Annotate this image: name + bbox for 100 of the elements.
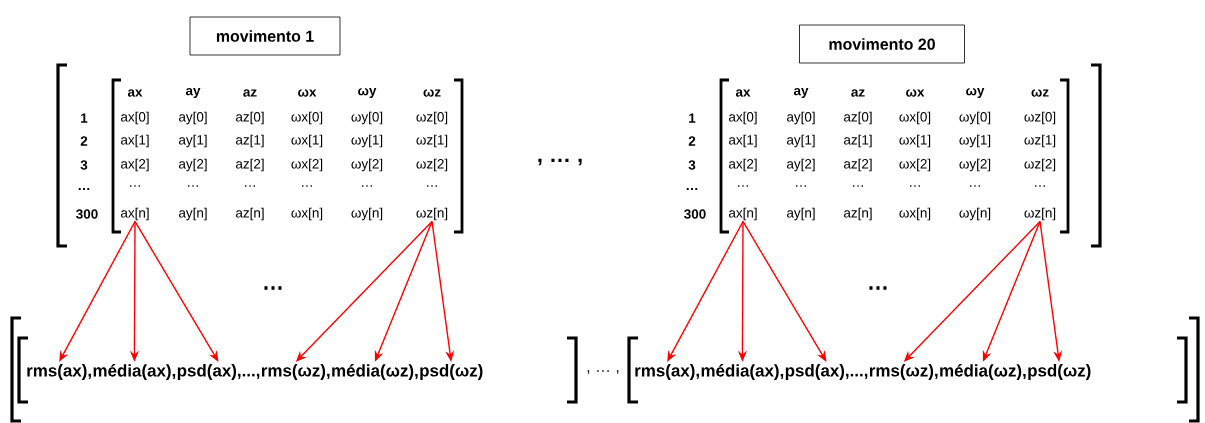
matrix-entry: az[2] [236, 158, 264, 172]
column-header: ay [793, 88, 809, 98]
arrow [742, 220, 827, 362]
matrix-entry: ωz[2] [1024, 158, 1056, 172]
feature-text: média(ωz), [940, 364, 1026, 380]
matrix-entry: ωz[2] [416, 158, 448, 172]
column-header: ay [185, 88, 201, 98]
matrix-entry: ax[1] [729, 134, 757, 148]
column-header: ax [735, 89, 751, 97]
matrix-entry: ωz[n] [1024, 207, 1056, 221]
matrix-entry: ωy[n] [351, 207, 383, 221]
matrix-entry: … [853, 185, 863, 187]
matrix-entry: ωx[0] [899, 111, 931, 125]
title-box: movimento 20 [799, 24, 965, 64]
matrix-entry: … [188, 185, 198, 187]
matrix-entry: … [738, 185, 748, 187]
matrix-entry: ax[2] [729, 158, 757, 172]
matrix-entry: … [427, 185, 437, 187]
row-number: 3 [80, 160, 88, 170]
matrix-entry: ωx[n] [291, 207, 323, 221]
row-number: 2 [688, 136, 696, 146]
feature-text: psd(ax),..., [177, 364, 260, 380]
matrix-entry: ωz[n] [416, 207, 448, 221]
separator-text: , … , [538, 158, 582, 166]
feature-text: média(ωz), [332, 364, 418, 380]
matrix-entry: az[2] [844, 158, 872, 172]
matrix-entry: ay[2] [787, 158, 815, 172]
row-number: 1 [81, 113, 88, 123]
feature-text: rms(ωz), [261, 364, 330, 380]
matrix-entry: ay[0] [787, 111, 815, 125]
matrix-entry: ωz[0] [1024, 111, 1056, 125]
column-header: az [243, 89, 257, 97]
matrix-entry: ωx[2] [291, 158, 323, 172]
matrix-entry: ωy[1] [351, 134, 383, 148]
ellipsis: … [264, 286, 282, 290]
row-number: 3 [688, 160, 696, 170]
feature-text: psd(ωz) [1028, 364, 1091, 380]
matrix-entry: ay[0] [179, 111, 207, 125]
matrix-entry: … [245, 185, 255, 187]
matrix-entry: … [796, 185, 806, 187]
matrix-entry: … [1035, 185, 1045, 187]
matrix-entry: ωy[2] [351, 158, 383, 172]
matrix-entry: ωy[2] [959, 158, 991, 172]
separator-text: , … , [587, 370, 619, 374]
matrix-entry: ax[n] [729, 207, 757, 221]
matrix-entry: az[0] [844, 111, 872, 125]
matrix-entry: … [362, 185, 372, 187]
feature-text: rms(ax), [27, 364, 91, 380]
matrix-entry: ωy[1] [959, 134, 991, 148]
matrix-entry: ωz[1] [1024, 134, 1056, 148]
matrix-entry: ωz[0] [416, 111, 448, 125]
matrix-entry: ax[2] [121, 158, 149, 172]
matrix-entry: ωx[2] [899, 158, 931, 172]
matrix-entry: az[n] [236, 207, 264, 221]
feature-text: psd(ax),..., [785, 364, 868, 380]
matrix-entry: ωz[1] [416, 134, 448, 148]
feature-text: média(ax), [701, 364, 784, 380]
matrix-entry: ωx[1] [899, 134, 931, 148]
matrix-entry: … [970, 185, 980, 187]
matrix-entry: ωx[0] [291, 111, 323, 125]
matrix-entry: ay[n] [179, 207, 207, 221]
matrix-entry: ωy[n] [959, 207, 991, 221]
row-number: 300 [684, 209, 706, 219]
column-header: ωz [423, 89, 441, 97]
matrix-entry: ax[n] [121, 207, 149, 221]
column-header: ax [127, 89, 143, 97]
matrix-entry: ay[2] [179, 158, 207, 172]
matrix-entry: ωy[0] [351, 111, 383, 125]
matrix-entry: ωy[0] [959, 111, 991, 125]
row-number: … [78, 188, 90, 190]
matrix-entry: ax[1] [121, 134, 149, 148]
matrix-entry: az[1] [844, 134, 872, 148]
column-header: ωz [1031, 89, 1049, 97]
column-header: ωx [298, 89, 317, 97]
matrix-entry: az[n] [844, 207, 872, 221]
matrix-entry: az[1] [236, 134, 264, 148]
row-number: 2 [80, 136, 88, 146]
matrix-entry: az[0] [236, 111, 264, 125]
matrix-entry: ay[n] [787, 207, 815, 221]
feature-text: rms(ωz), [869, 364, 938, 380]
matrix-entry: ay[1] [179, 134, 207, 148]
column-header: ωy [358, 88, 377, 99]
row-number: 1 [689, 113, 696, 123]
row-number: … [686, 188, 698, 190]
matrix-entry: … [130, 185, 140, 187]
ellipsis: … [869, 286, 887, 290]
matrix-entry: ωx[1] [291, 134, 323, 148]
matrix-entry: ωx[n] [899, 207, 931, 221]
matrix-entry: ay[1] [787, 134, 815, 148]
column-header: ωy [966, 88, 985, 99]
title-box: movimento 1 [189, 16, 341, 56]
feature-text: psd(ωz) [420, 364, 483, 380]
feature-text: média(ax), [93, 364, 176, 380]
matrix-entry: ax[0] [729, 111, 757, 125]
feature-text: rms(ax), [635, 364, 699, 380]
matrix-entry: … [302, 185, 312, 187]
column-header: az [851, 89, 865, 97]
matrix-entry: ax[0] [121, 111, 149, 125]
matrix-entry: … [910, 185, 920, 187]
arrow [134, 220, 219, 362]
